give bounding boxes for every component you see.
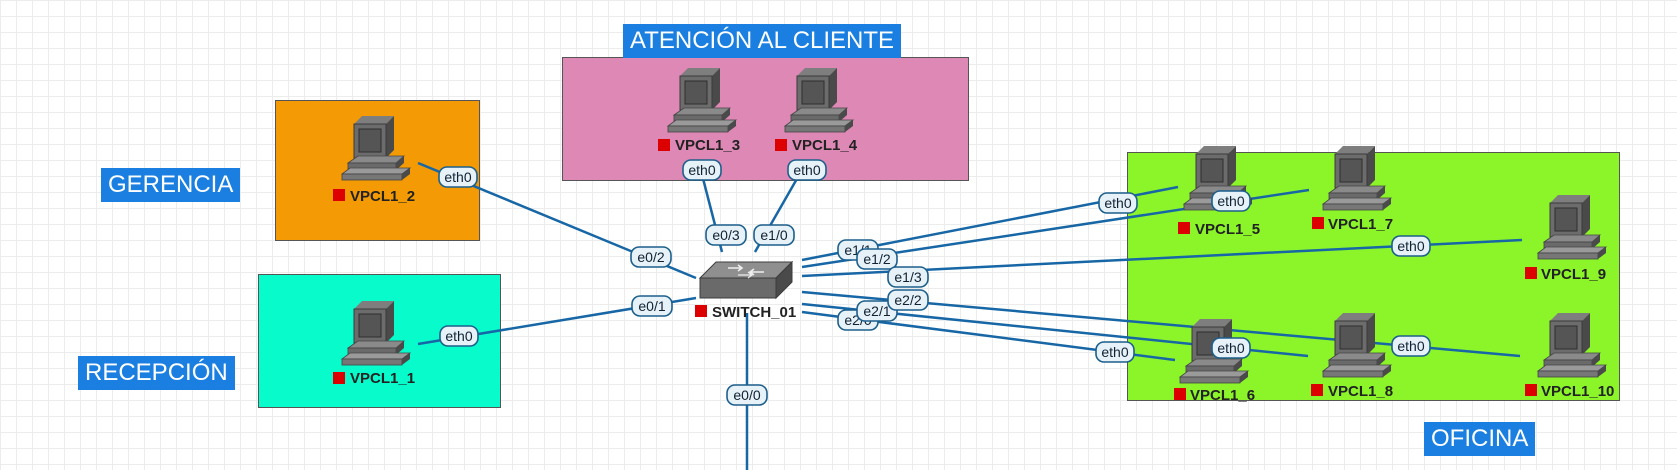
node-label: VPCL1_3 (675, 137, 740, 154)
port-text: e2/1 (863, 303, 890, 319)
status-stopped-icon (1525, 384, 1537, 396)
zone-label-recepcion: RECEPCIÓN (78, 356, 235, 390)
node-label: VPCL1_1 (350, 370, 415, 387)
pc-icon (1537, 194, 1607, 260)
port-label-vpcl1-9-eth0: eth0 (1391, 235, 1431, 257)
node-vpcl1-3[interactable]: VPCL1_3 (658, 67, 740, 154)
port-label-vpcl1-5-eth0: eth0 (1098, 192, 1138, 214)
port-text: e0/2 (637, 249, 664, 265)
port-label-switch-e1-2: e1/2 (856, 248, 898, 270)
switch-01[interactable]: SWITCH_01 (695, 260, 796, 321)
status-stopped-icon (1174, 388, 1186, 400)
zone-label-atencion: ATENCIÓN AL CLIENTE (623, 24, 902, 58)
node-vpcl1-9[interactable]: VPCL1_9 (1525, 194, 1607, 283)
port-label-switch-e2-1: e2/1 (856, 300, 898, 322)
node-label: VPCL1_4 (792, 137, 858, 154)
port-text: eth0 (1217, 340, 1244, 356)
node-label: VPCL1_8 (1328, 383, 1393, 400)
port-text: eth0 (793, 162, 820, 178)
status-stopped-icon (333, 372, 345, 384)
node-vpcl1-1[interactable]: VPCL1_1 (333, 300, 415, 387)
node-label: VPCL1_7 (1328, 216, 1393, 233)
pc-icon (1322, 312, 1392, 378)
node-label: VPCL1_2 (350, 188, 415, 205)
port-text: e1/3 (894, 269, 921, 285)
port-label-vpcl1-10-eth0: eth0 (1391, 335, 1431, 357)
node-label: VPCL1_5 (1195, 221, 1260, 238)
port-text: e0/1 (638, 298, 665, 314)
port-label-vpcl1-7-eth0: eth0 (1211, 190, 1251, 212)
node-vpcl1-8[interactable]: VPCL1_8 (1311, 312, 1393, 400)
node-vpcl1-6[interactable]: VPCL1_6 (1174, 318, 1255, 404)
port-text: eth0 (1397, 338, 1424, 354)
port-label-vpcl1-1-eth0: eth0 (439, 325, 479, 347)
status-stopped-icon (1311, 384, 1323, 396)
port-label-vpcl1-3-eth0: eth0 (682, 159, 722, 181)
pc-icon (1537, 312, 1607, 378)
zone-atencion[interactable] (562, 57, 969, 181)
status-stopped-icon (658, 139, 670, 151)
status-stopped-icon (1312, 217, 1324, 229)
port-label-switch-e0-3: e0/3 (705, 224, 747, 246)
pc-icon (667, 67, 737, 133)
status-stopped-icon (775, 139, 787, 151)
status-stopped-icon (333, 189, 345, 201)
port-label-switch-e2-2: e2/2 (887, 289, 929, 311)
port-text: eth0 (444, 169, 471, 185)
status-stopped-icon (1178, 222, 1190, 234)
port-label-switch-e0-0: e0/0 (726, 384, 768, 406)
node-label: VPCL1_6 (1190, 387, 1255, 404)
switch-label: SWITCH_01 (712, 304, 796, 321)
port-text: e2/2 (894, 292, 921, 308)
port-text: e1/0 (760, 227, 787, 243)
port-text: eth0 (1217, 193, 1244, 209)
port-text: eth0 (1101, 344, 1128, 360)
port-label-vpcl1-2-eth0: eth0 (438, 166, 478, 188)
node-vpcl1-5[interactable]: VPCL1_5 (1178, 145, 1260, 238)
node-vpcl1-4[interactable]: VPCL1_4 (775, 67, 858, 154)
port-label-switch-e1-3: e1/3 (887, 266, 929, 288)
pc-icon (341, 300, 411, 366)
port-text: eth0 (1104, 195, 1131, 211)
pc-icon (1322, 145, 1392, 211)
status-stopped-icon (1525, 267, 1537, 279)
switch-icon (698, 260, 794, 300)
zone-label-oficina: OFICINA (1424, 422, 1536, 456)
port-text: eth0 (1397, 238, 1424, 254)
port-text: eth0 (445, 328, 472, 344)
pc-icon (784, 67, 854, 133)
port-text: e0/3 (712, 227, 739, 243)
pc-icon (341, 115, 411, 181)
node-label: VPCL1_10 (1541, 383, 1614, 400)
port-label-switch-e1-0: e1/0 (753, 224, 795, 246)
port-text: e0/0 (733, 387, 760, 403)
port-label-vpcl1-4-eth0: eth0 (787, 159, 827, 181)
port-text: e1/2 (863, 251, 890, 267)
port-label-switch-e0-2: e0/2 (630, 246, 672, 268)
node-label: VPCL1_9 (1541, 266, 1606, 283)
port-text: eth0 (688, 162, 715, 178)
node-vpcl1-2[interactable]: VPCL1_2 (333, 115, 415, 205)
zone-label-gerencia: GERENCIA (101, 168, 241, 202)
port-label-switch-e0-1: e0/1 (631, 295, 673, 317)
node-vpcl1-7[interactable]: VPCL1_7 (1312, 145, 1393, 233)
status-stopped-icon (695, 305, 707, 317)
port-label-vpcl1-8-eth0: eth0 (1211, 337, 1251, 359)
node-vpcl1-10[interactable]: VPCL1_10 (1525, 312, 1614, 400)
port-label-vpcl1-6-eth0: eth0 (1095, 341, 1135, 363)
